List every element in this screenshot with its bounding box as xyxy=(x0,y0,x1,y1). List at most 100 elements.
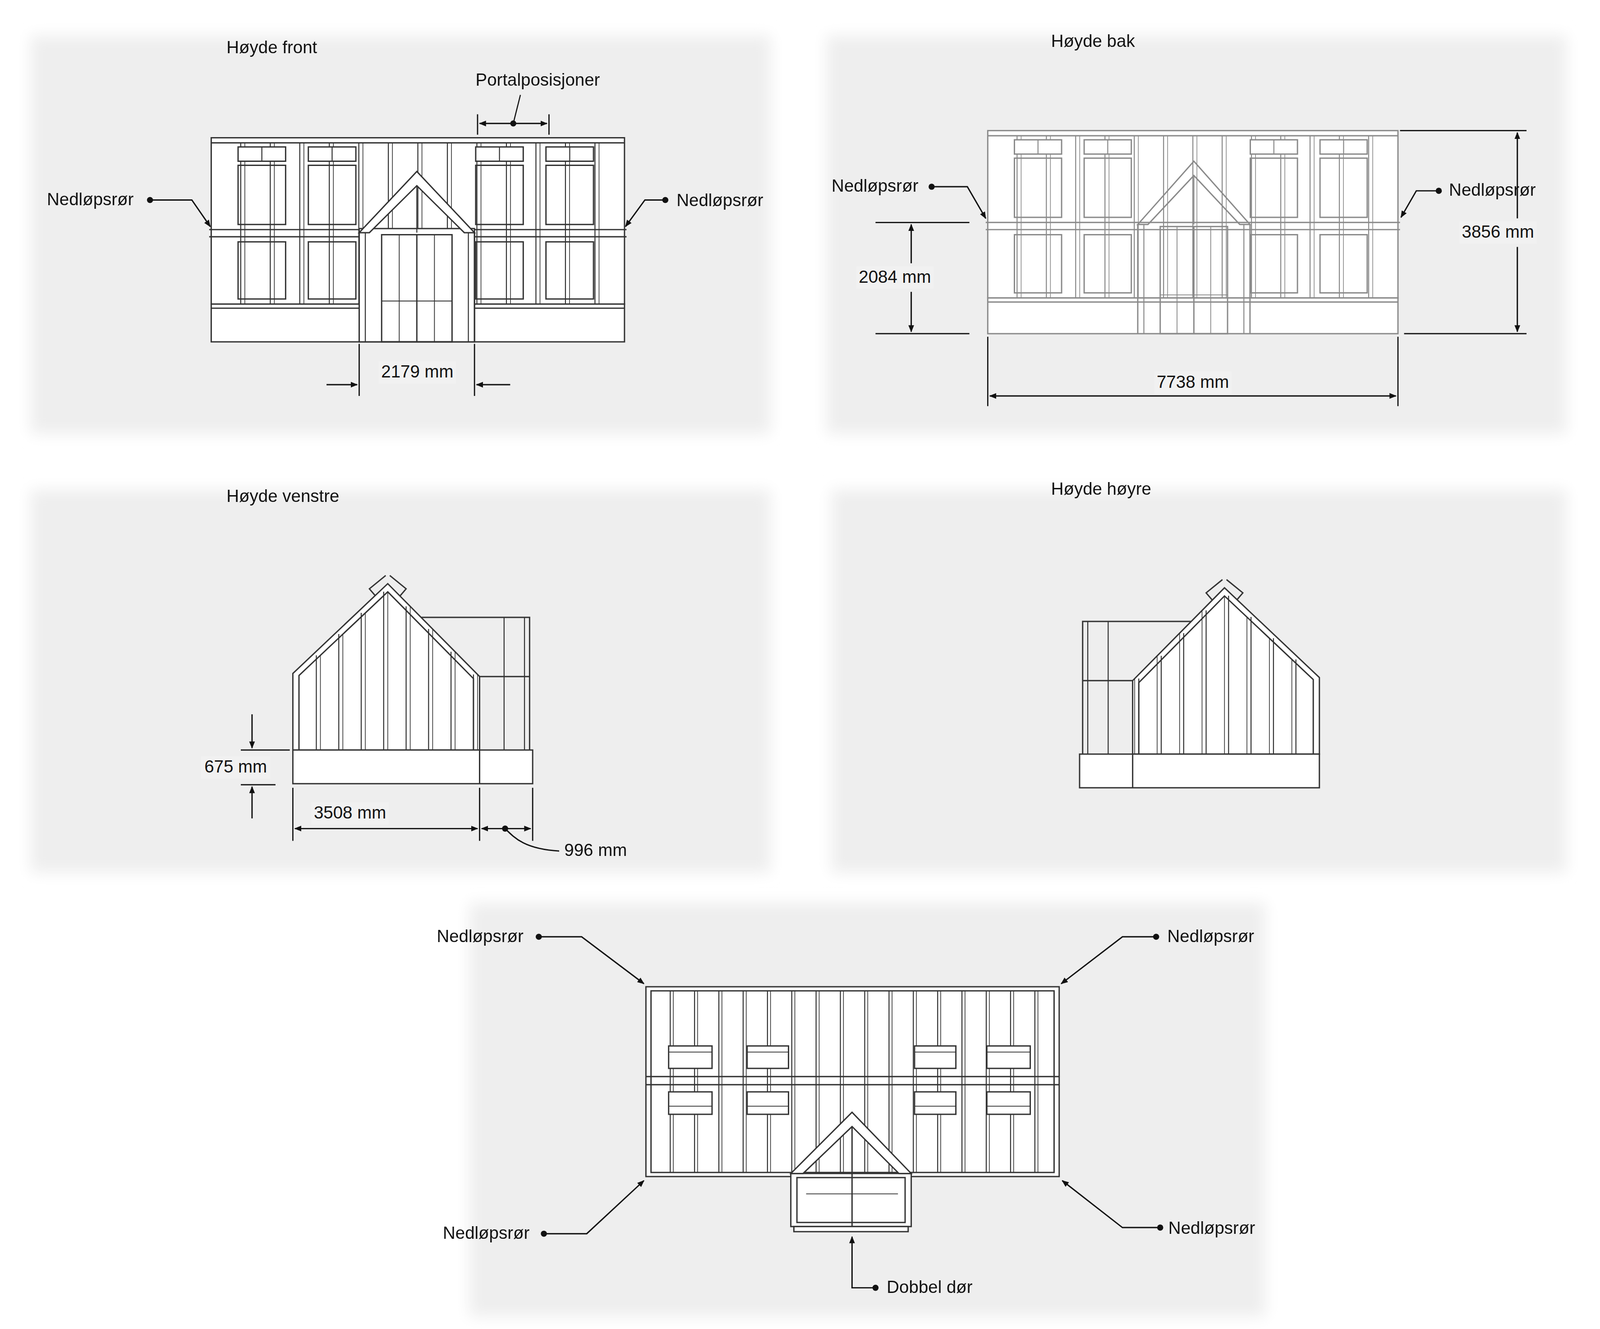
roof-vent xyxy=(1226,579,1243,600)
leader-line xyxy=(1062,1180,1161,1228)
dimension-line xyxy=(910,224,912,264)
annotation-label: Høyde front xyxy=(226,37,318,58)
mullion xyxy=(1291,659,1293,755)
glazing-bar xyxy=(985,990,987,1173)
vent-window xyxy=(569,147,571,162)
mullion xyxy=(505,142,507,305)
porch-post xyxy=(1143,224,1145,334)
roof-vent xyxy=(914,1105,957,1107)
glazing-bar xyxy=(888,990,890,1173)
mullion xyxy=(244,142,246,305)
base-wall xyxy=(1079,754,1320,788)
roof-vent xyxy=(986,1105,1030,1107)
mullion xyxy=(387,591,389,750)
mullion xyxy=(480,142,482,305)
glazing-bar xyxy=(988,990,990,1173)
dimension-label: 3856 mm xyxy=(1458,221,1538,244)
double-door xyxy=(1193,226,1195,334)
drawing-line xyxy=(987,301,1398,303)
vent-window xyxy=(1319,139,1368,155)
glazing-bar xyxy=(718,990,720,1173)
vent-window xyxy=(1037,139,1039,155)
glazing-bar xyxy=(791,990,793,1173)
dimension-label: 3508 mm xyxy=(310,802,390,825)
mullion xyxy=(269,142,271,305)
mullion xyxy=(274,142,276,305)
ridge xyxy=(645,1084,1059,1086)
roof-vent xyxy=(747,1105,789,1107)
mullion xyxy=(1224,595,1226,755)
lean-to xyxy=(1087,621,1089,755)
glazing-bar xyxy=(839,990,841,1173)
glazing-bar xyxy=(937,990,938,1173)
porch-gable xyxy=(358,171,475,233)
roof-vent xyxy=(668,1091,713,1115)
door-rail xyxy=(1160,294,1228,296)
mullion xyxy=(303,142,305,305)
glazing-bar xyxy=(915,990,917,1173)
gable-wall xyxy=(298,591,474,750)
panel xyxy=(831,489,1567,873)
glazing-bar xyxy=(867,990,869,1173)
roof-vent xyxy=(389,575,406,596)
glazing-bar xyxy=(843,990,845,1173)
mullion xyxy=(1225,135,1227,299)
extension-line xyxy=(477,114,479,135)
mullion xyxy=(416,185,418,233)
vent-window xyxy=(238,147,286,162)
annotation-label: Nedløpsrør xyxy=(46,189,134,210)
porch-post xyxy=(1243,224,1245,334)
glazing-bar xyxy=(742,990,744,1173)
mullion xyxy=(1183,633,1185,755)
mullion xyxy=(360,612,362,750)
mullion xyxy=(1133,135,1135,299)
extension-line xyxy=(875,333,970,335)
mullion xyxy=(405,606,407,751)
mullion xyxy=(299,142,301,305)
vent-window xyxy=(1250,139,1298,155)
dimension-line xyxy=(989,395,1397,397)
porch-step xyxy=(793,1226,908,1232)
door-rail xyxy=(381,300,452,302)
extension-line xyxy=(1404,333,1527,335)
mullion xyxy=(1227,595,1229,755)
window xyxy=(1014,158,1062,218)
window xyxy=(475,241,524,299)
roof-vent xyxy=(1206,579,1223,600)
porch-post xyxy=(467,232,469,342)
vent-window xyxy=(1107,139,1109,155)
mullion xyxy=(1273,638,1274,755)
mullion xyxy=(338,634,340,750)
annotation-label: Nedløpsrør xyxy=(1448,180,1536,201)
window xyxy=(546,165,594,225)
mullion xyxy=(503,617,505,750)
dimension-label: 2179 mm xyxy=(377,361,457,384)
roof-vent xyxy=(914,1045,957,1069)
mullion xyxy=(1250,616,1252,755)
dimension-lines xyxy=(147,94,1527,1291)
roof-vent xyxy=(668,1045,713,1069)
leader-line xyxy=(625,200,666,227)
glazing-bar xyxy=(745,990,747,1173)
glazing-bar xyxy=(891,990,893,1173)
dimension-line xyxy=(294,827,478,830)
window xyxy=(546,241,594,299)
extension-line xyxy=(473,344,476,396)
mullion xyxy=(1160,655,1162,755)
window xyxy=(1319,234,1368,293)
glazing-bar xyxy=(794,990,796,1173)
mullion xyxy=(315,655,317,750)
mullion xyxy=(569,142,571,305)
greenhouse-lines xyxy=(209,130,1401,1233)
leader-line xyxy=(505,828,560,851)
lean-to xyxy=(524,617,525,750)
window xyxy=(1319,158,1368,218)
leader-line xyxy=(513,94,521,124)
annotation-label: Nedløpsrør xyxy=(676,191,764,212)
panel xyxy=(469,903,1266,1317)
mullion xyxy=(1193,175,1195,225)
extension-line xyxy=(987,336,989,407)
porch-post xyxy=(364,232,366,342)
extension-line xyxy=(478,787,481,842)
